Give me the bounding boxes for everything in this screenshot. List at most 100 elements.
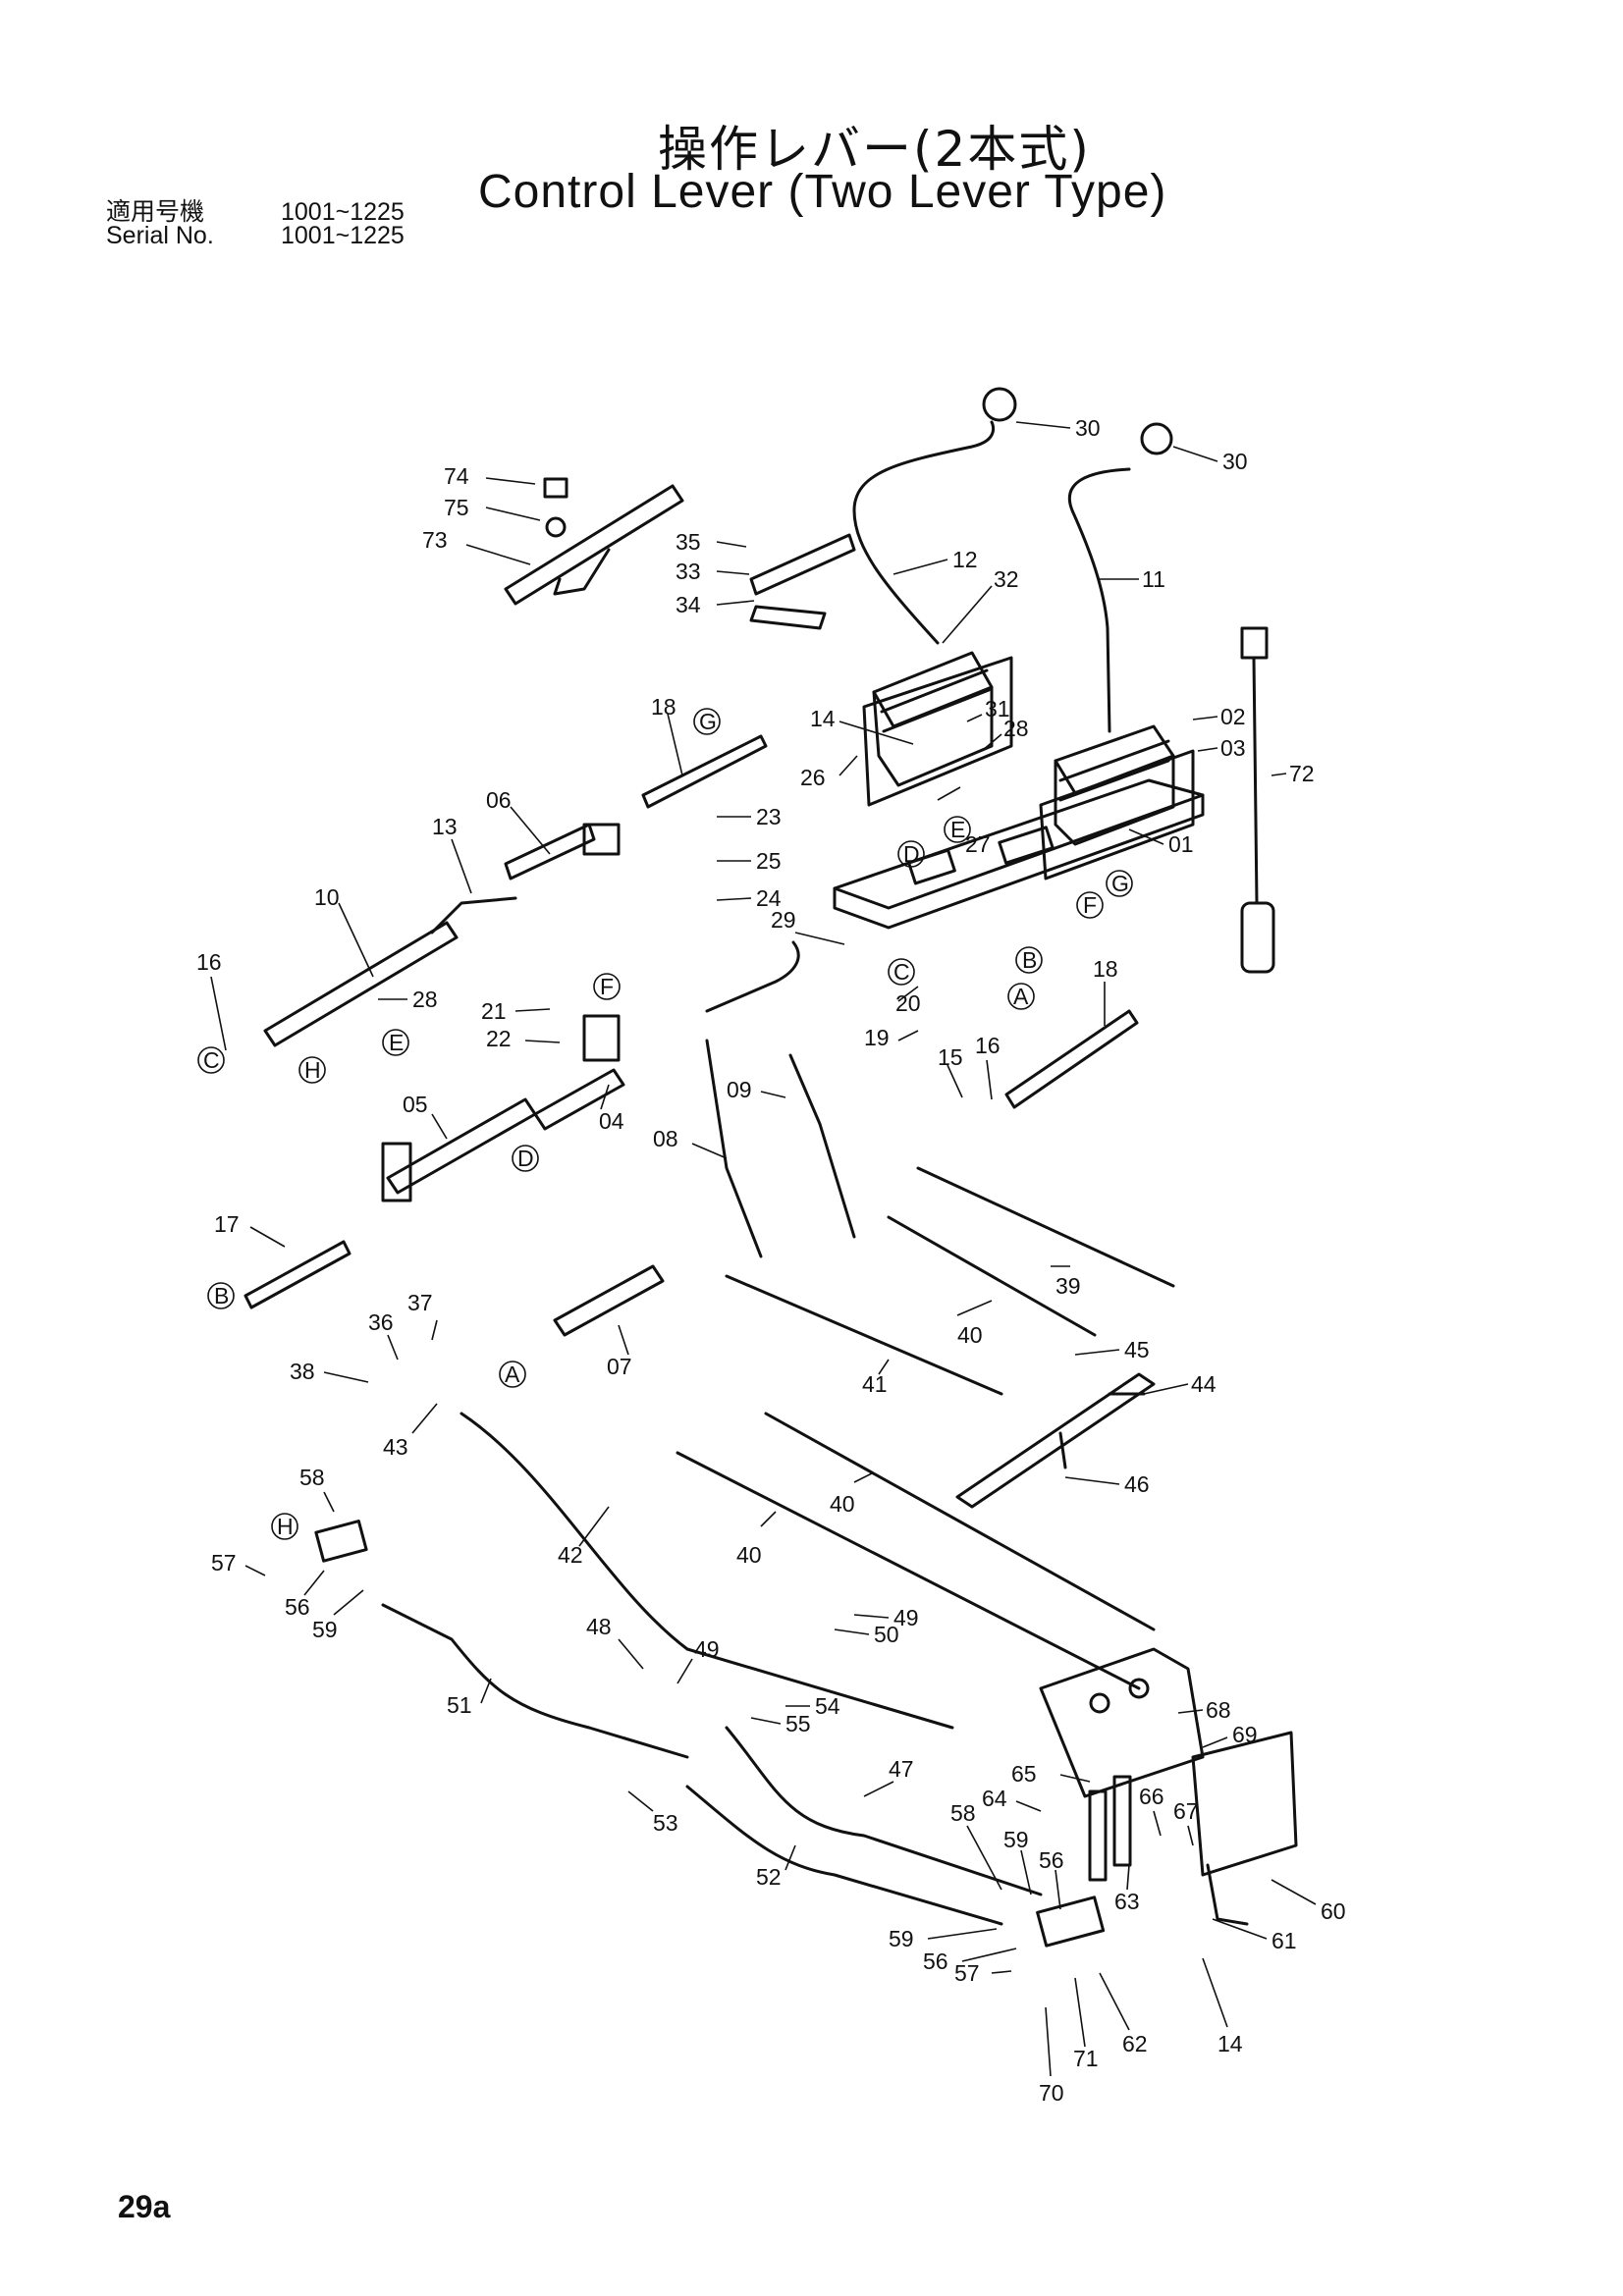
- links-63: [1088, 1775, 1132, 1882]
- callout-27a: 27: [937, 786, 991, 857]
- ref-marker-b1: B: [1015, 946, 1043, 974]
- page-number: 29a: [118, 2189, 171, 2224]
- svg-text:59: 59: [889, 1926, 914, 1951]
- rod-39: [916, 1166, 1175, 1288]
- svg-text:D: D: [517, 1146, 534, 1171]
- svg-text:17: 17: [214, 1211, 240, 1237]
- svg-text:51: 51: [447, 1692, 472, 1718]
- callout-59c: 59: [889, 1926, 998, 1951]
- rod-18-lower: [1004, 1009, 1139, 1109]
- svg-text:40: 40: [736, 1542, 762, 1568]
- svg-text:06: 06: [486, 787, 512, 813]
- svg-text:F: F: [1083, 892, 1097, 918]
- callout-64: 64: [982, 1786, 1042, 1812]
- ref-marker-e1: E: [944, 816, 971, 843]
- svg-text:45: 45: [1124, 1337, 1150, 1362]
- callout-07: 07: [607, 1324, 632, 1379]
- callout-01: 01: [1128, 828, 1194, 857]
- svg-text:16: 16: [196, 949, 222, 975]
- svg-text:18: 18: [651, 694, 676, 720]
- callout-41: 41: [862, 1359, 890, 1397]
- callout-70: 70: [1039, 2006, 1064, 2106]
- serial-label-english: Serial No.: [106, 222, 214, 249]
- ref-marker-f1: F: [1076, 891, 1104, 919]
- svg-text:21: 21: [481, 998, 507, 1024]
- callout-51: 51: [447, 1678, 492, 1718]
- svg-text:E: E: [950, 817, 965, 842]
- callout-30b: 30: [1172, 446, 1248, 474]
- callout-55: 55: [750, 1711, 811, 1736]
- cable-40-lower: [676, 1451, 1141, 1690]
- callout-65: 65: [1011, 1761, 1091, 1787]
- callout-33: 33: [676, 559, 750, 584]
- svg-text:63: 63: [1114, 1889, 1140, 1914]
- svg-text:40: 40: [957, 1322, 983, 1348]
- svg-text:50: 50: [874, 1622, 899, 1647]
- callout-24a: 24: [716, 885, 782, 911]
- callout-44: 44: [1143, 1371, 1217, 1397]
- callout-75: 75: [444, 495, 541, 521]
- svg-text:64: 64: [982, 1786, 1007, 1811]
- callout-46: 46: [1064, 1471, 1150, 1497]
- callout-19: 19: [864, 1025, 919, 1050]
- svg-text:30: 30: [1075, 415, 1101, 441]
- callout-03: 03: [1197, 735, 1246, 761]
- ref-marker-d1: D: [897, 840, 925, 868]
- title-japanese: 操作レバー(2本式): [658, 121, 1091, 178]
- callout-52: 52: [756, 1844, 796, 1890]
- callout-28a: 28: [981, 716, 1029, 752]
- callout-11: 11: [1098, 566, 1165, 592]
- callout-57b: 57: [954, 1960, 1012, 1986]
- bracket-44: [955, 1372, 1156, 1509]
- callout-59b: 59: [1003, 1827, 1032, 1896]
- callout-49b: 49: [853, 1605, 919, 1630]
- callout-28b: 28: [378, 987, 438, 1012]
- callout-63: 63: [1114, 1864, 1140, 1914]
- title-english: Control Lever (Two Lever Type): [478, 166, 1167, 218]
- callout-47: 47: [863, 1756, 914, 1797]
- svg-text:08: 08: [653, 1126, 678, 1151]
- serial-line-english: Serial No.1001~1225: [106, 222, 405, 250]
- svg-text:18: 18: [1093, 956, 1118, 982]
- callout-61: 61: [1212, 1918, 1297, 1953]
- svg-text:66: 66: [1139, 1784, 1164, 1809]
- callout-39: 39: [1051, 1265, 1081, 1299]
- svg-text:28: 28: [1003, 716, 1029, 741]
- svg-text:52: 52: [756, 1864, 782, 1890]
- svg-text:01: 01: [1168, 831, 1194, 857]
- svg-text:G: G: [699, 709, 717, 734]
- svg-text:46: 46: [1124, 1471, 1150, 1497]
- svg-text:31: 31: [985, 696, 1010, 721]
- svg-text:54: 54: [815, 1693, 840, 1719]
- svg-text:F: F: [600, 974, 614, 999]
- svg-text:70: 70: [1039, 2080, 1064, 2106]
- svg-text:30: 30: [1222, 449, 1248, 474]
- rod-72: [1240, 626, 1275, 974]
- svg-text:72: 72: [1289, 761, 1315, 786]
- rod-09: [705, 940, 856, 1239]
- svg-text:37: 37: [407, 1290, 433, 1315]
- cable-42: [460, 1412, 954, 1730]
- callout-17: 17: [214, 1211, 286, 1248]
- rod-41: [725, 1274, 1003, 1396]
- lever-12: [852, 387, 1017, 645]
- svg-text:03: 03: [1220, 735, 1246, 761]
- ref-marker-a1: A: [1007, 983, 1035, 1010]
- callout-67: 67: [1173, 1798, 1199, 1846]
- callout-32: 32: [942, 566, 1019, 644]
- callout-73: 73: [422, 527, 531, 565]
- svg-text:C: C: [893, 959, 910, 985]
- callout-21a: 21: [481, 998, 551, 1024]
- svg-text:68: 68: [1206, 1697, 1231, 1723]
- callout-08: 08: [653, 1126, 728, 1159]
- callout-69: 69: [1202, 1722, 1258, 1748]
- serial-label-japanese: 適用号機: [106, 198, 205, 226]
- callout-26a: 26: [800, 755, 858, 790]
- callout-68: 68: [1177, 1697, 1231, 1723]
- svg-text:56: 56: [923, 1949, 948, 1974]
- svg-text:27: 27: [965, 831, 991, 857]
- svg-text:65: 65: [1011, 1761, 1037, 1787]
- svg-text:04: 04: [599, 1108, 624, 1134]
- callout-23a: 23: [717, 804, 782, 829]
